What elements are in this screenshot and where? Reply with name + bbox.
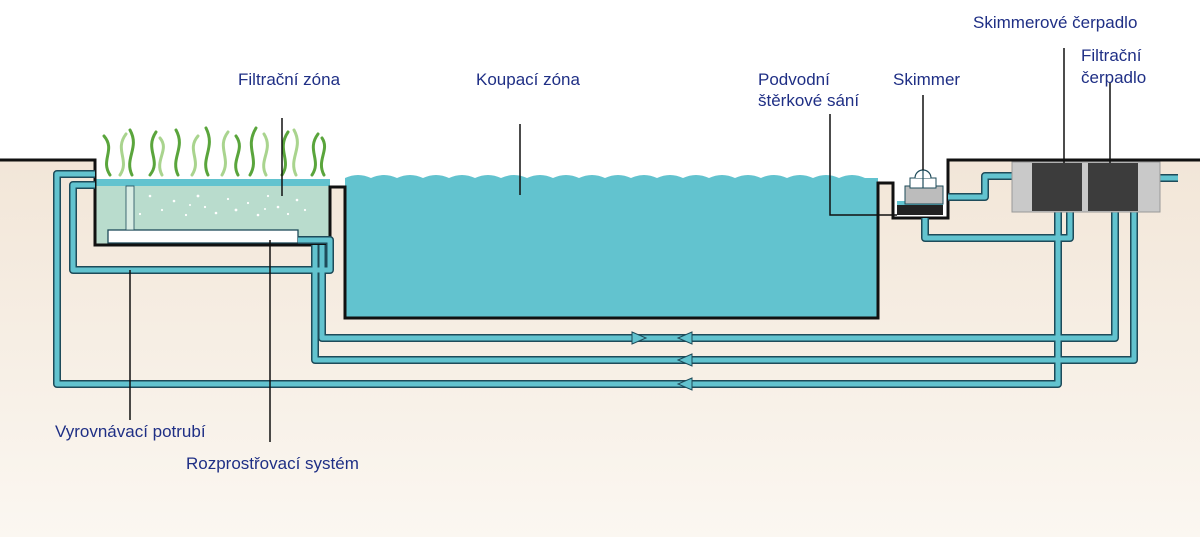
arrow-left xyxy=(676,377,693,391)
filter-vertical-pipe xyxy=(125,185,135,231)
skimmer-label: Skimmer xyxy=(893,70,961,89)
leader-lines xyxy=(129,48,1111,442)
underwater-intake-label-line1: Podvodní xyxy=(758,70,830,89)
pond-walls xyxy=(0,158,1200,320)
plants xyxy=(102,126,327,177)
underwater-intake-label-line2: štěrkové sání xyxy=(758,91,860,110)
swimming-zone-label: Koupací zóna xyxy=(476,70,580,89)
filtration-zone-surface xyxy=(95,179,330,186)
pipe-network xyxy=(53,170,1178,388)
skimmer-pump-body xyxy=(1032,163,1082,211)
equalizing-pipe-label: Vyrovnávací potrubí xyxy=(55,422,206,441)
flow-arrows xyxy=(631,331,693,391)
filter-pump-label-line1: Filtrační xyxy=(1081,46,1142,65)
swimming-zone-water xyxy=(345,175,878,318)
skimmer xyxy=(904,169,944,205)
gravel-intake xyxy=(897,205,943,215)
filter-pump-label-line2: čerpadlo xyxy=(1081,68,1147,87)
filtration-zone-label: Filtrační zóna xyxy=(238,70,341,89)
arrow-left xyxy=(676,353,693,367)
filter-pump-body xyxy=(1088,163,1138,211)
arrow-right xyxy=(631,331,648,345)
gravel-bubbles xyxy=(128,194,307,217)
skimmer-pump-label: Skimmerové čerpadlo xyxy=(973,13,1138,32)
soil xyxy=(0,160,1200,537)
arrow-left xyxy=(676,331,693,345)
distribution-system-label: Rozprostřovací systém xyxy=(186,454,359,473)
